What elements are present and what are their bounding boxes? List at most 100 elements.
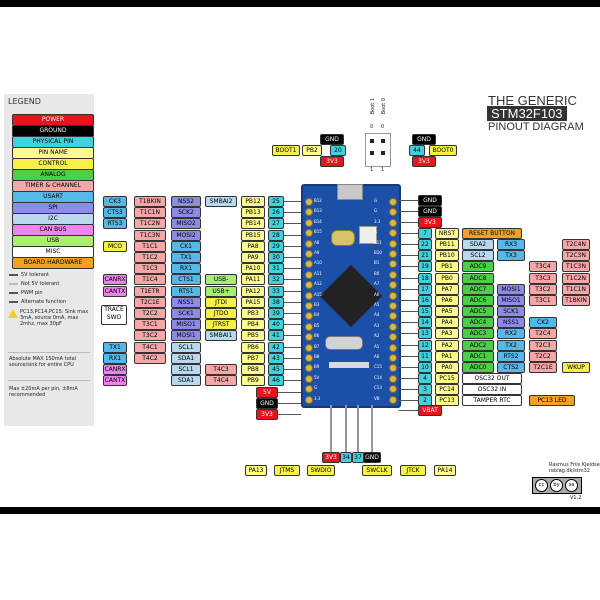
function-label: TRACE SWO — [101, 305, 127, 325]
header-pad — [389, 322, 397, 331]
function-label: WKUP — [562, 361, 590, 373]
pin-connector-line — [283, 324, 301, 326]
boot-tick-label: 1 — [370, 167, 374, 173]
function-label: OSC32 OUT — [462, 372, 522, 384]
jumper-pin — [381, 139, 385, 143]
mcu-chip — [319, 264, 383, 328]
pin-connector-line — [399, 211, 418, 212]
title-line1: THE GENERIC — [488, 93, 577, 108]
header-pad — [389, 291, 397, 300]
function-label: T2C1E — [134, 296, 166, 308]
physical-pin-label: 45 — [268, 364, 284, 375]
physical-pin-label: 44 — [409, 145, 425, 156]
function-label: ADC0 — [462, 361, 494, 373]
swd-pin-label: 3V3 — [322, 452, 340, 463]
pin-connector-line — [399, 244, 418, 246]
control-label: JTCK — [400, 465, 426, 476]
silkscreen-label: A7 — [374, 281, 380, 287]
header-pin-leg — [330, 405, 332, 452]
silkscreen-label: B5 — [314, 322, 320, 328]
header-pad — [305, 385, 313, 394]
header-pad — [305, 270, 313, 279]
function-label: T1C2N — [562, 272, 590, 284]
pin-connector-line — [283, 369, 301, 370]
pin-name-label: PC14 — [435, 384, 459, 396]
jumper-pin — [370, 151, 374, 155]
silkscreen-label: C13 — [374, 385, 382, 391]
swd-pin-label: GND — [363, 452, 381, 463]
header-pad — [389, 364, 397, 373]
function-label: CANTX — [103, 285, 127, 297]
pin-connector-line — [283, 279, 301, 281]
function-label: SCL1 — [171, 364, 201, 375]
pin-connector-line — [399, 400, 418, 402]
function-label: ADC2 — [462, 339, 494, 351]
crystal-large — [331, 230, 355, 246]
warning-icon — [8, 309, 18, 318]
function-label: T3C2 — [134, 330, 166, 342]
function-label: MCO — [103, 240, 127, 252]
header-pad — [305, 333, 313, 342]
physical-pin-label: 30 — [268, 252, 284, 263]
swd-pin-label: 34 — [340, 452, 352, 463]
pin-connector-line — [399, 311, 418, 313]
pin-name-label: PB11 — [435, 239, 459, 251]
header-pin-leg — [371, 405, 373, 452]
pin-name-label: PA14 — [434, 465, 456, 476]
header-pin-leg — [345, 405, 347, 452]
5v-tolerant-icon — [9, 274, 18, 276]
physical-pin-label: 16 — [418, 294, 432, 306]
physical-pin-label: 46 — [268, 375, 284, 387]
function-label: T2C4 — [529, 328, 557, 340]
silkscreen-label: 5V — [314, 374, 320, 380]
pin-name-label: PB14 — [241, 218, 265, 230]
function-label: RX1 — [103, 352, 127, 364]
silkscreen-label: A10 — [314, 260, 322, 266]
pin-name-label: PA9 — [241, 252, 265, 263]
credit-url: reblag.dk/stm32 — [549, 468, 590, 474]
boot0-label: Boot 0 — [381, 98, 387, 115]
pin-connector-line — [399, 288, 418, 290]
control-label: JTMS — [274, 465, 300, 476]
function-label: T1C2N — [134, 218, 166, 230]
pin-name-label: PB2 — [302, 145, 322, 156]
reset-button — [359, 226, 377, 244]
function-label: T1BKIN — [562, 294, 590, 306]
pin-connector-line — [283, 335, 301, 337]
power-label: 3V3 — [256, 409, 278, 420]
header-pad — [305, 374, 313, 383]
function-label: RTS1 — [171, 285, 201, 297]
control-label: SWCLK — [362, 465, 392, 476]
function-label: TX1 — [103, 341, 127, 353]
control-label: BOOT0 — [429, 145, 457, 156]
pin-connector-line — [283, 301, 301, 303]
pin-connector-line — [276, 392, 301, 393]
function-label: T1C3N — [562, 261, 590, 273]
function-label: T4C2 — [134, 352, 166, 364]
silkscreen-label: A3 — [374, 322, 380, 328]
function-label: TX3 — [497, 250, 525, 262]
pin-connector-line — [283, 245, 301, 247]
header-pad — [305, 395, 313, 404]
pin-connector-line — [283, 257, 301, 258]
function-label: CANRX — [103, 364, 127, 375]
pin-connector-line — [399, 366, 418, 368]
pin-connector-line — [399, 333, 418, 335]
function-label: SCK1 — [171, 308, 201, 319]
silkscreen-label: B13 — [314, 208, 322, 214]
physical-pin-label: 27 — [268, 218, 284, 230]
header-pad — [389, 354, 397, 362]
boot1-label: Boot 1 — [370, 98, 376, 115]
pin-connector-line — [399, 277, 418, 279]
header-pad — [305, 250, 313, 258]
header-pad — [389, 312, 397, 321]
silkscreen-label: G — [374, 198, 378, 203]
function-label: T4C1 — [134, 341, 166, 353]
function-label: ADC8 — [462, 272, 494, 284]
physical-pin-label: 25 — [268, 196, 284, 207]
physical-pin-label: 43 — [268, 352, 284, 364]
silkscreen-label: A6 — [374, 291, 380, 297]
boot-tick-label: 0 — [370, 124, 374, 130]
silkscreen-label: B8 — [314, 354, 320, 359]
function-label: SCK1 — [497, 306, 525, 318]
